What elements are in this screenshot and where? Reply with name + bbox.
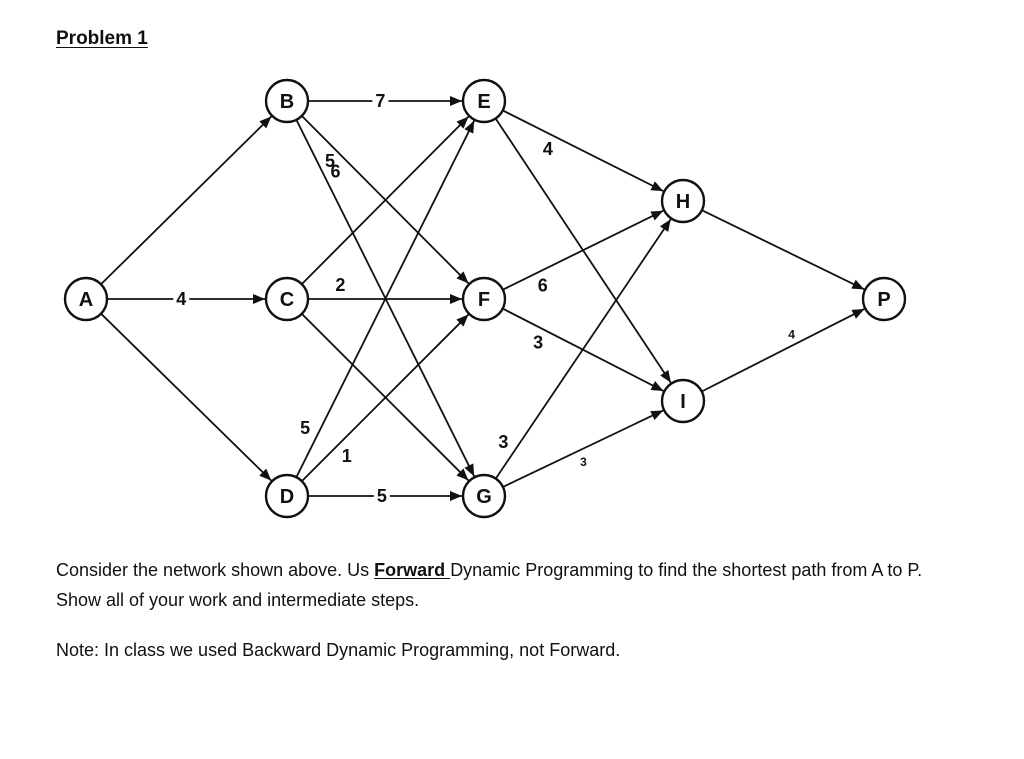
statement-end: Dynamic Programming to find the shortest… bbox=[56, 560, 923, 610]
edge-label-mask bbox=[372, 91, 389, 111]
edge-a-d bbox=[100, 313, 272, 482]
problem-text: Consider the network shown above. Us For… bbox=[56, 555, 956, 665]
node-circle bbox=[861, 276, 907, 322]
node-circle bbox=[63, 276, 109, 322]
node-label: C bbox=[280, 289, 294, 311]
edge-f-h bbox=[502, 209, 664, 291]
node-circle bbox=[461, 276, 507, 322]
edge-weight-c-f: 2 bbox=[335, 275, 345, 295]
edge-weight-a-c: 4 bbox=[176, 289, 186, 309]
edge-label-mask bbox=[173, 289, 190, 309]
edge-weight-d-e: 5 bbox=[300, 418, 310, 438]
edge-weight-b-f: 5 bbox=[325, 151, 335, 171]
node-e: E bbox=[461, 78, 507, 124]
edge-weight-d-f: 1 bbox=[342, 446, 352, 466]
node-label: G bbox=[476, 486, 492, 508]
node-c: C bbox=[264, 276, 310, 322]
node-circle bbox=[660, 378, 706, 424]
edge-h-p bbox=[701, 209, 865, 291]
problem-title: Problem 1 bbox=[56, 28, 148, 49]
node-g: G bbox=[461, 473, 507, 519]
edge-d-f bbox=[301, 313, 470, 482]
node-f: F bbox=[461, 276, 507, 322]
node-label: P bbox=[877, 289, 890, 311]
node-label: H bbox=[676, 191, 690, 213]
node-h: H bbox=[660, 178, 706, 224]
node-p: P bbox=[861, 276, 907, 322]
statement-start: Consider the network shown above. Us bbox=[56, 560, 375, 580]
edge-weight-e-h: 4 bbox=[543, 139, 553, 159]
node-label: F bbox=[478, 289, 490, 311]
node-label: E bbox=[477, 91, 490, 113]
edge-g-i bbox=[502, 409, 664, 488]
edge-weight-i-p: 4 bbox=[788, 328, 795, 342]
edge-e-h bbox=[502, 109, 664, 192]
edge-weight-f-h: 6 bbox=[538, 276, 548, 296]
edge-c-e bbox=[301, 115, 470, 285]
node-circle bbox=[264, 473, 310, 519]
node-circle bbox=[461, 78, 507, 124]
node-label: I bbox=[680, 391, 686, 413]
node-a: A bbox=[63, 276, 109, 322]
problem-statement: Consider the network shown above. Us For… bbox=[56, 555, 956, 615]
edge-label-mask bbox=[373, 486, 390, 506]
node-circle bbox=[660, 178, 706, 224]
note: Note: In class we used Backward Dynamic … bbox=[56, 640, 621, 660]
node-label: B bbox=[280, 91, 294, 113]
node-circle bbox=[264, 276, 310, 322]
edge-weight-d-g: 5 bbox=[377, 486, 387, 506]
node-i: I bbox=[660, 378, 706, 424]
node-label: D bbox=[280, 486, 294, 508]
edge-i-p bbox=[701, 308, 865, 393]
edge-weight-g-h: 3 bbox=[498, 432, 508, 452]
edge-d-e bbox=[295, 120, 475, 478]
node-b: B bbox=[264, 78, 310, 124]
edge-weight-f-i: 3 bbox=[533, 332, 543, 352]
edge-a-b bbox=[100, 115, 272, 285]
node-label: A bbox=[79, 289, 93, 311]
edge-g-h bbox=[494, 218, 672, 480]
forward-emphasis: Forward bbox=[374, 560, 451, 580]
node-circle bbox=[461, 473, 507, 519]
node-d: D bbox=[264, 473, 310, 519]
node-circle bbox=[264, 78, 310, 124]
edge-weight-g-i: 3 bbox=[580, 455, 587, 469]
edge-weight-b-g: 6 bbox=[331, 161, 341, 181]
edge-weight-b-e: 7 bbox=[375, 91, 385, 111]
